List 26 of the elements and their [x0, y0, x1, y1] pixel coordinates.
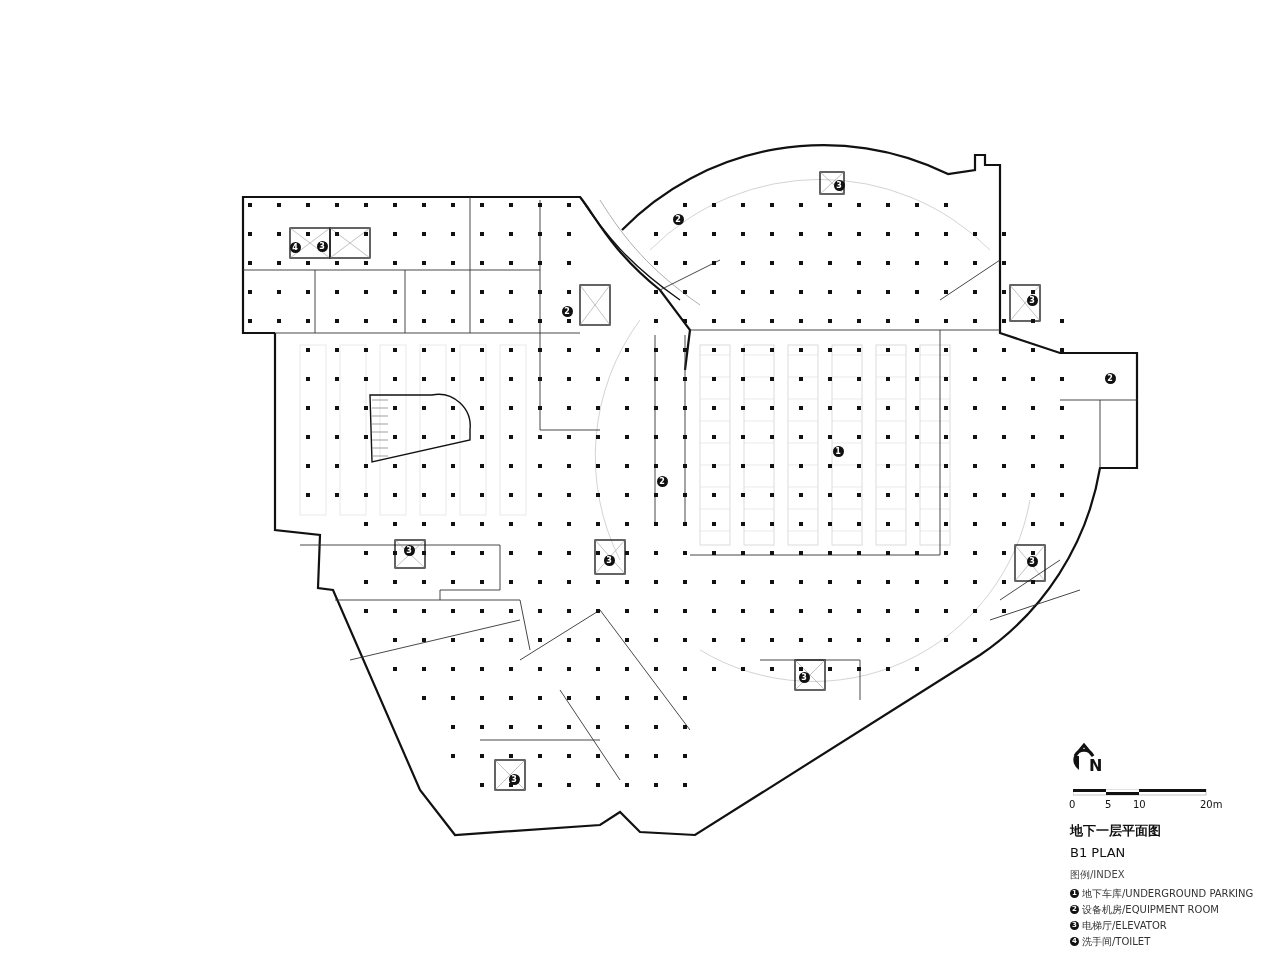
scale-label: 10 [1133, 799, 1146, 810]
callout-number: 3 [603, 554, 615, 566]
callout-number: 3 [1026, 555, 1038, 567]
scale-label: 0 [1069, 799, 1076, 810]
scale-label: 5 [1105, 799, 1112, 810]
callout-number: 3 [798, 671, 810, 683]
legend-text: 电梯厅/ELEVATOR [1082, 919, 1167, 933]
callout-number: 3 [316, 240, 328, 252]
callout-number: 2 [1104, 372, 1116, 384]
callout-number: 3 [833, 179, 845, 191]
callout-number: 2 [561, 305, 573, 317]
scale-label: 20m [1200, 799, 1223, 810]
plan-title: 地下一层平面图 [1070, 822, 1161, 840]
callout-number: 3 [508, 773, 520, 785]
north-label: N [1089, 756, 1103, 775]
callout-number: 4 [289, 241, 301, 253]
legend-text: 洗手间/TOILET [1082, 935, 1151, 949]
legend-heading: 图例/INDEX [1070, 868, 1125, 882]
legend-text: 地下车库/UNDERGROUND PARKING [1082, 887, 1254, 901]
callout-number: 2 [656, 475, 668, 487]
callout-number: 3 [403, 544, 415, 556]
callout-number: 2 [672, 213, 684, 225]
callout-number: 1 [832, 445, 844, 457]
legend-text: 设备机房/EQUIPMENT ROOM [1082, 903, 1219, 917]
plan-subtitle: B1 PLAN [1070, 845, 1126, 860]
callout-number: 3 [1026, 294, 1038, 306]
